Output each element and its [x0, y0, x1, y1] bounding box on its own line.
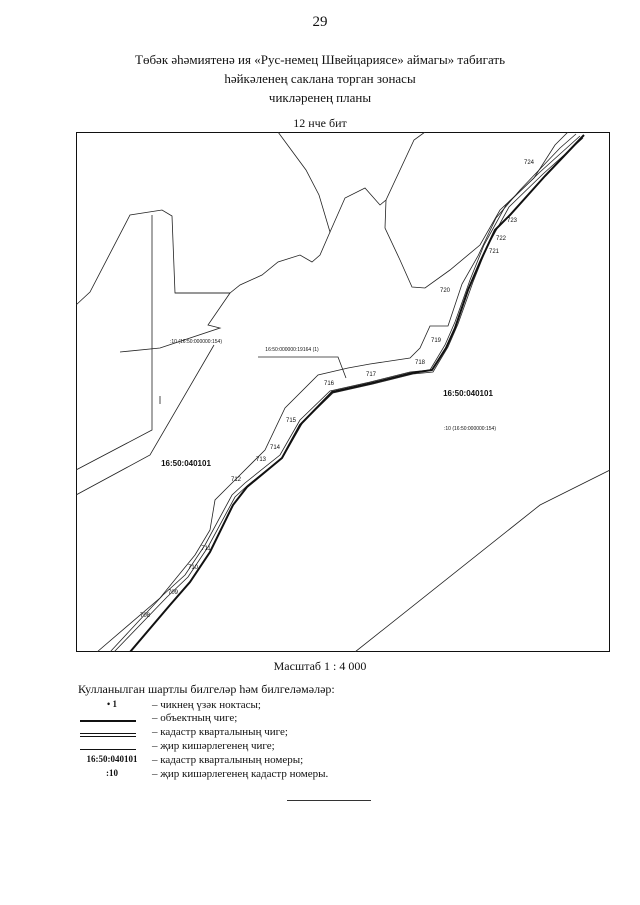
legend-item-boundary-point: • 1 – чикнең үзәк ноктасы; [78, 699, 578, 713]
boundary-point-label: 714 [270, 445, 281, 451]
cadastral-quarter-number: 16:50:040101 [161, 459, 211, 468]
boundary-point-label: 719 [431, 338, 442, 344]
legend-item-parcel-number: :10 – җир кишәрлегенең кадастр номеры. [78, 768, 578, 782]
boundary-point-label: 709 [168, 590, 179, 596]
legend-symbol-thick-line [78, 712, 146, 726]
parcel-cadastral-number: 16:50:000000:19164 (1) [265, 347, 319, 353]
boundary-point-label: 718 [415, 360, 426, 366]
boundary-point-label: 712 [231, 477, 242, 483]
boundary-point-label: 720 [440, 288, 451, 294]
upper-boundary-right [384, 132, 569, 289]
boundary-point-label: 716 [324, 381, 335, 387]
legend-item-parcel-boundary: – җир кишәрлегенең чиге; [78, 740, 578, 754]
boundary-point-label: 715 [286, 418, 297, 424]
left-diagonal [76, 344, 215, 496]
boundary-point-label: 724 [524, 160, 535, 166]
legend-description: – объектның чиге; [152, 712, 238, 724]
legend-description: – кадастр кварталының чиге; [152, 726, 288, 738]
right-diagonal [354, 469, 610, 652]
title-line-1: Төбәк әһәмиятенә ия «Рус-немец Швейцария… [135, 52, 505, 67]
title-line-3: чикләренең планы [268, 90, 372, 105]
page-number: 29 [312, 14, 328, 30]
legend-item-quarter-boundary: – кадастр кварталының чиге; [78, 726, 578, 740]
boundary-point-label: 711 [201, 546, 211, 552]
title-line-2: һәйкәленең саклана торган зонасы [224, 71, 416, 86]
parcel-labels: :10 (16:50:000000:154) :10 (16:50:000000:… [170, 339, 496, 432]
legend-symbol-double-line [78, 726, 146, 740]
boundary-point-label: 723 [507, 218, 518, 224]
object-boundary [129, 134, 585, 652]
legend-description: – җир кишәрлегенең кадастр номеры. [152, 768, 329, 780]
legend-item-object-boundary: – объектның чиге; [78, 712, 578, 726]
legend-item-quarter-number: 16:50:040101 – кадастр кварталының номер… [78, 754, 578, 768]
footer-rule [287, 800, 371, 801]
legend-description: – чикнең үзәк ноктасы; [152, 699, 261, 711]
thin-boundaries [76, 132, 610, 652]
boundary-point-label: 713 [256, 457, 267, 463]
legend-symbol-thin-line [78, 740, 146, 754]
boundary-point-label: 708 [140, 613, 151, 619]
sheet-label: 12 нче бит [293, 116, 347, 130]
legend-description: – җир кишәрлегенең чиге; [152, 740, 275, 752]
legend-symbol-parcel-number: :10 [106, 768, 118, 778]
parcel-shoulder [119, 292, 231, 353]
left-vertical [76, 215, 153, 471]
quarter-labels: 16:50:040101 16:50:040101 [161, 389, 493, 468]
boundary-point-label: 717 [366, 372, 377, 378]
upper-boundary [277, 132, 426, 234]
parcel-cadastral-number: :10 (16:50:000000:154) [170, 339, 222, 345]
legend-symbol-point: • 1 [107, 699, 117, 709]
map-frame [76, 132, 610, 652]
cadastral-quarter-number: 16:50:040101 [443, 389, 493, 398]
boundary-point-label: 710 [188, 565, 199, 571]
legend-symbol-quarter-number: 16:50:040101 [86, 754, 138, 764]
left-upper-tongue [76, 209, 331, 306]
boundary-point-label: 722 [496, 236, 507, 242]
legend-description: – кадастр кварталының номеры; [152, 754, 304, 766]
legend-title: Кулланылган шартлы билгеләр һәм билгеләм… [78, 682, 335, 696]
scale-label: Масштаб 1 : 4 000 [273, 659, 367, 673]
parcel-cadastral-number: :10 (16:50:000000:154) [444, 426, 496, 432]
outer-strip-boundary [96, 133, 577, 652]
boundary-point-label: 721 [489, 249, 500, 255]
cadastral-callout [258, 356, 347, 379]
document-title: Төбәк әһәмиятенә ия «Рус-немец Швейцария… [0, 50, 640, 107]
